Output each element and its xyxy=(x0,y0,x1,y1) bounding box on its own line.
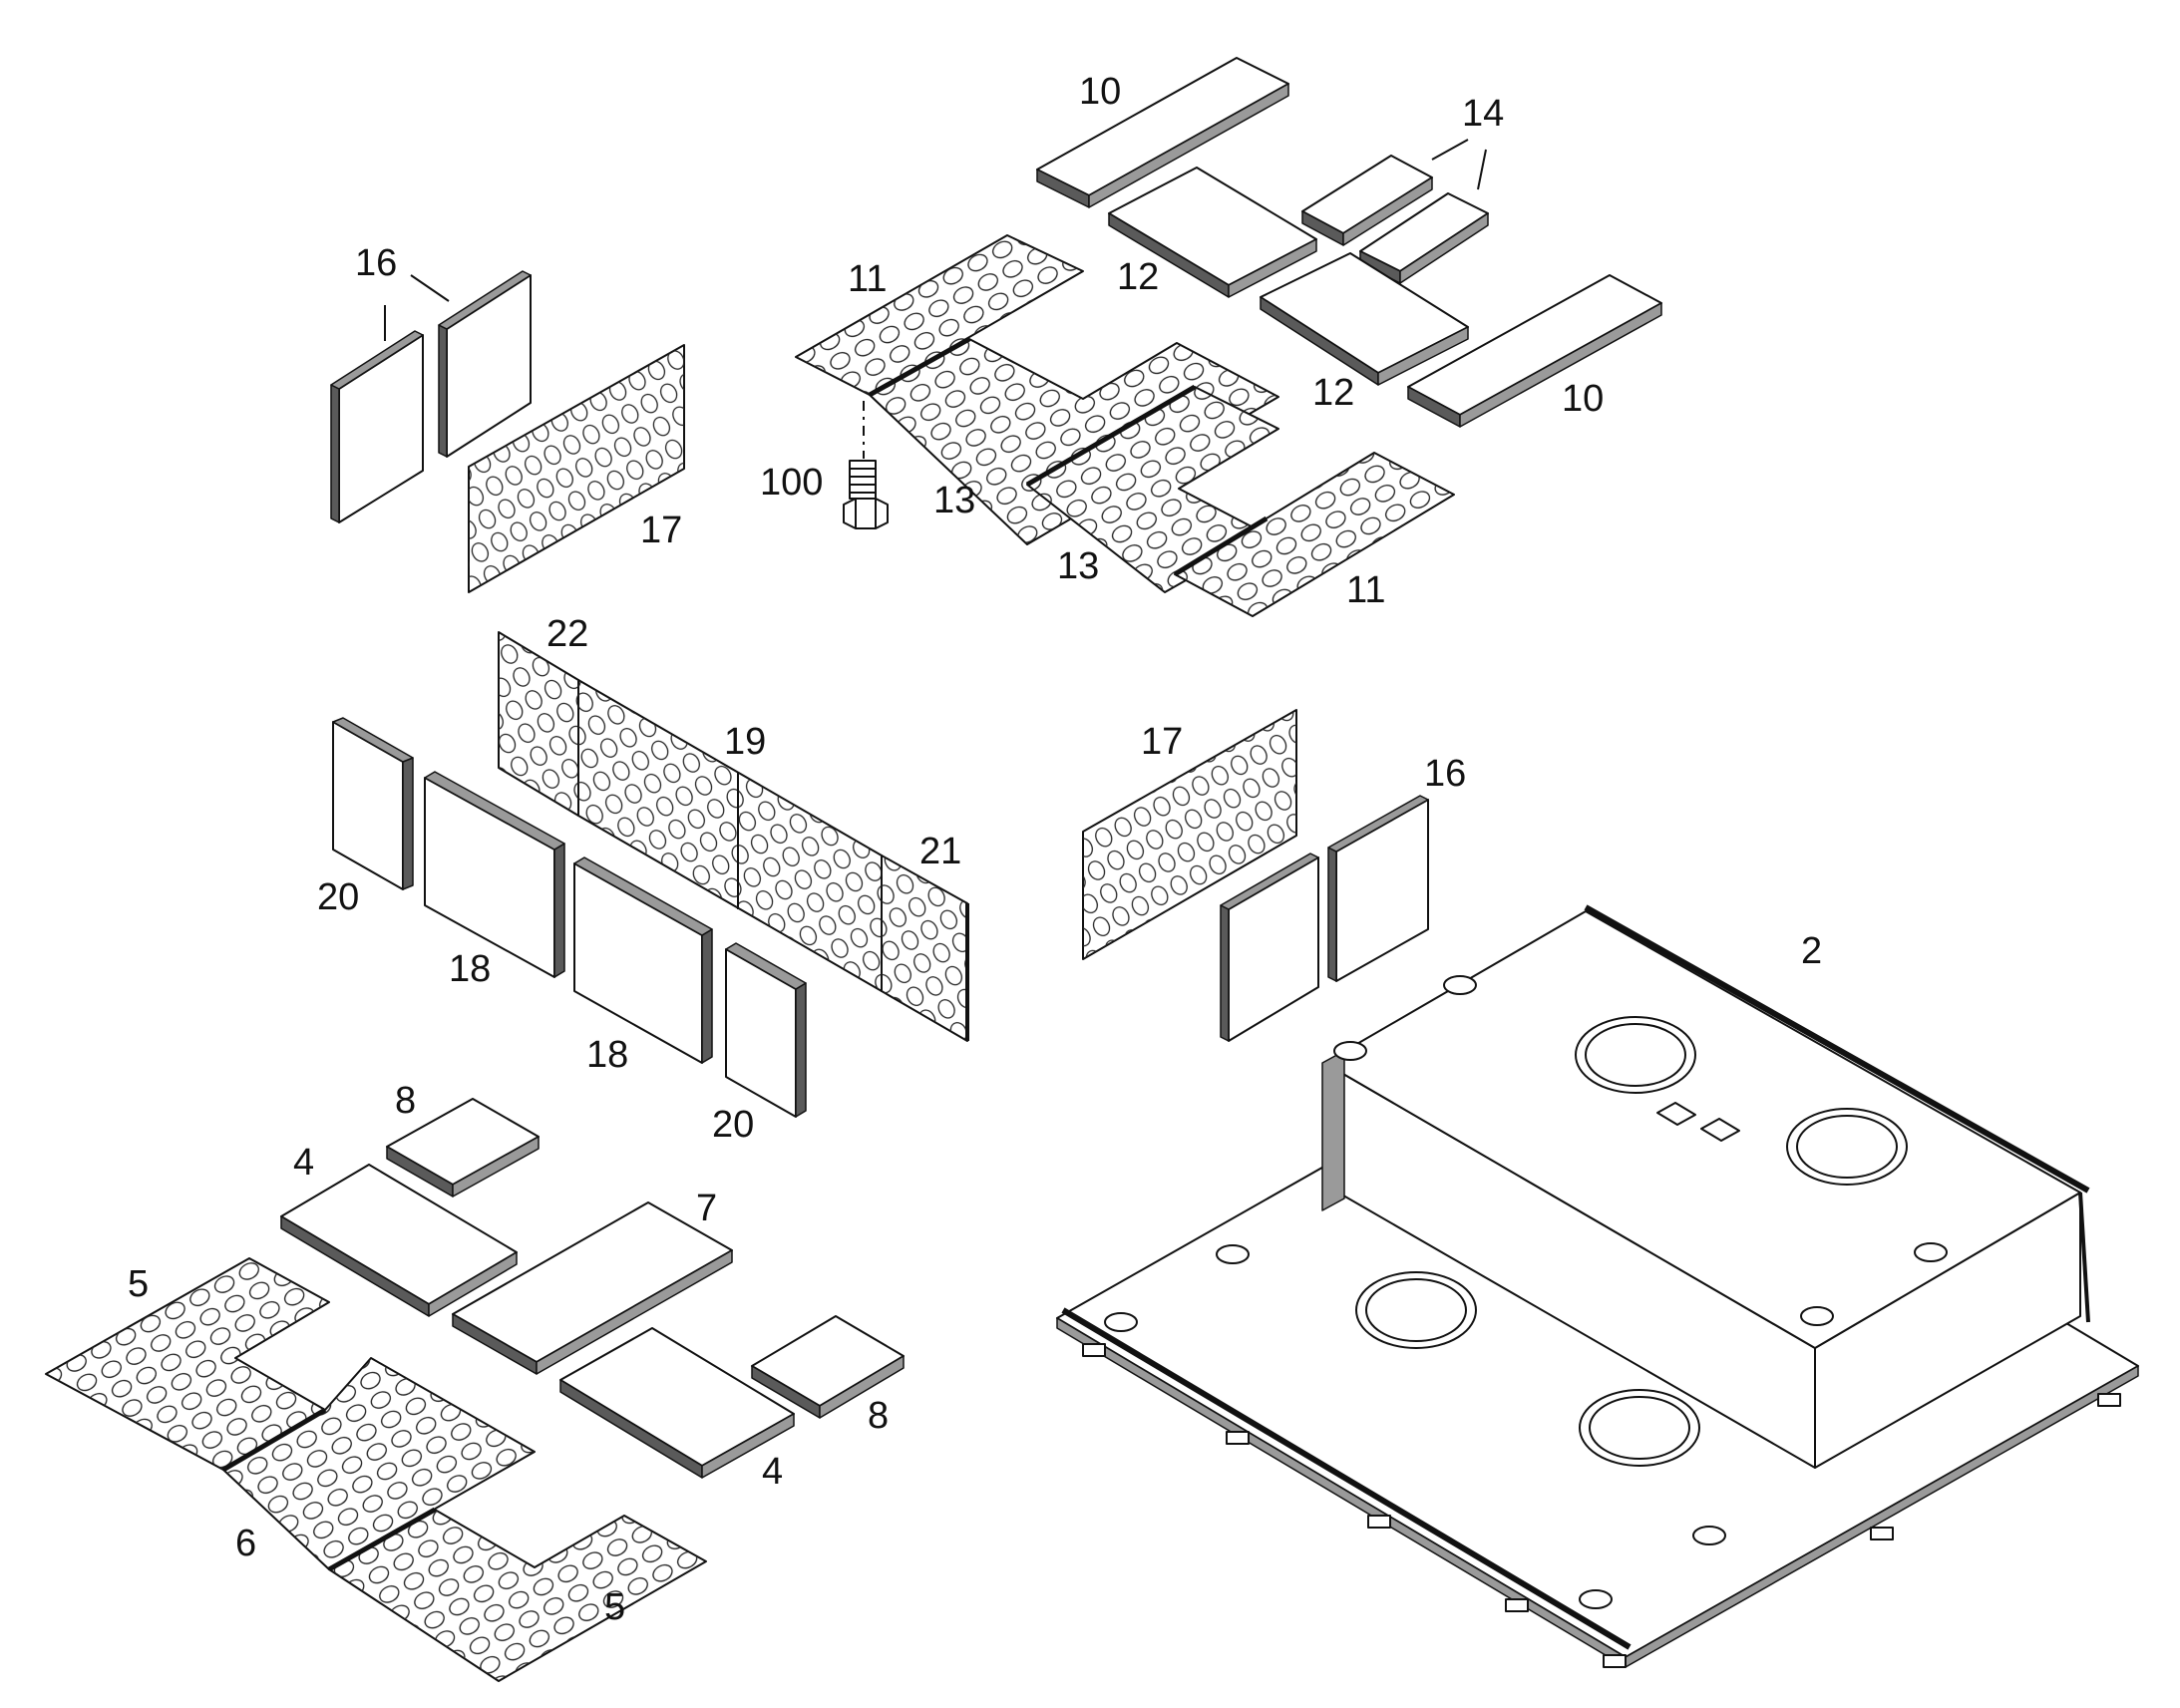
perforated-sheet-21 xyxy=(881,854,969,1042)
block-16-right-b xyxy=(1327,795,1429,982)
seam-6-5 xyxy=(327,1507,437,1572)
block-20-right xyxy=(725,942,807,1118)
label-19: 19 xyxy=(724,721,766,763)
label-5-top: 5 xyxy=(128,1263,149,1305)
perforated-sheet-11-top xyxy=(795,234,1084,396)
label-18-right: 18 xyxy=(586,1034,628,1076)
block-20-left xyxy=(332,717,414,890)
label-5-bottom: 5 xyxy=(604,1586,625,1628)
seam-13-13 xyxy=(1025,384,1197,488)
pad-10-top xyxy=(1036,57,1289,208)
pad-12-top xyxy=(1108,167,1317,298)
label-6: 6 xyxy=(235,1523,256,1564)
label-11-top: 11 xyxy=(848,258,887,300)
label-12-top: 12 xyxy=(1117,256,1159,298)
label-12-bottom: 12 xyxy=(1312,372,1354,414)
pad-8-top xyxy=(386,1098,540,1197)
seam-13-11 xyxy=(1173,515,1269,577)
block-18-left xyxy=(424,771,565,978)
label-8-top: 8 xyxy=(395,1080,416,1122)
block-16-right-a xyxy=(1220,853,1319,1042)
pad-4-bottom xyxy=(559,1327,795,1479)
bolt-100 xyxy=(843,401,889,529)
label-20-left: 20 xyxy=(317,876,359,918)
label-11-bottom: 11 xyxy=(1346,569,1385,611)
label-18-left: 18 xyxy=(449,948,491,990)
leader-14a xyxy=(1431,139,1469,161)
label-7: 7 xyxy=(696,1188,717,1229)
perforated-sheet-11-bottom xyxy=(1174,452,1455,617)
pad-10-bottom xyxy=(1407,274,1662,428)
label-13-upper: 13 xyxy=(933,480,975,521)
block-16-left-b xyxy=(438,270,532,458)
pad-12-bottom xyxy=(1260,252,1469,386)
block-18-right xyxy=(573,856,713,1064)
label-4-bottom: 4 xyxy=(762,1451,783,1493)
pad-7 xyxy=(452,1201,733,1375)
label-22: 22 xyxy=(546,613,588,655)
seam-11-13 xyxy=(868,336,971,398)
leader-14b xyxy=(1477,149,1487,190)
label-17-right: 17 xyxy=(1141,721,1183,763)
base-assembly-2 xyxy=(1056,904,2139,1668)
label-10-top: 10 xyxy=(1079,71,1121,113)
label-10-bottom: 10 xyxy=(1562,378,1604,420)
leader-16b xyxy=(410,274,450,302)
label-14: 14 xyxy=(1462,93,1504,135)
label-8-bottom: 8 xyxy=(868,1395,889,1437)
perforated-sheet-17-left xyxy=(468,344,685,593)
label-21: 21 xyxy=(919,831,961,872)
label-16-left: 16 xyxy=(355,242,397,284)
block-16-left-a xyxy=(330,330,424,523)
pad-4-top xyxy=(280,1164,518,1317)
label-20-right: 20 xyxy=(712,1104,754,1146)
label-100: 100 xyxy=(760,462,823,504)
label-13-lower: 13 xyxy=(1057,545,1099,587)
label-16-right: 16 xyxy=(1424,753,1466,795)
seam-5-6 xyxy=(221,1407,327,1473)
pad-14-left xyxy=(1301,155,1433,246)
perforated-sheet-22 xyxy=(498,631,579,817)
label-2: 2 xyxy=(1801,930,1822,972)
pad-8-bottom xyxy=(751,1315,905,1419)
label-17-left: 17 xyxy=(640,510,682,551)
perforated-sheet-17-right xyxy=(1082,709,1297,960)
label-4-top: 4 xyxy=(293,1142,314,1184)
